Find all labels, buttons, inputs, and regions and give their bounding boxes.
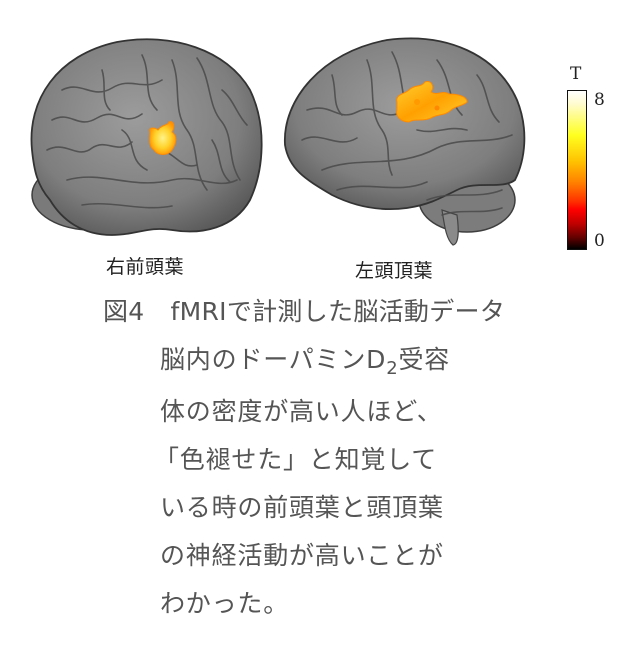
fmri-figure: 右前頭葉 (0, 0, 640, 290)
brain-right-frontal-image (22, 30, 272, 252)
subscript-2: 2 (386, 358, 399, 379)
colorbar-max-label: 8 (594, 90, 605, 110)
caption-line-2: 体の密度が高い人ほど、 (160, 397, 443, 426)
caption-title: 図4 fMRIで計測した脳活動データ (103, 292, 505, 328)
caption-line-1: 脳内のドーパミンD2受容 (160, 345, 451, 379)
caption-line-3: 「色褪せた」と知覚して (154, 445, 438, 474)
colorbar-title: T (570, 64, 582, 84)
figure-number: 図4 (103, 297, 145, 326)
caption-line-5: の神経活動が高いことが (160, 541, 444, 570)
caption-line-4: いる時の前頭葉と頭頂葉 (160, 493, 444, 522)
brain-label-right-frontal: 右前頭葉 (106, 256, 185, 278)
colorbar-t-scale (567, 90, 587, 250)
caption-line-6: わかった。 (160, 589, 290, 618)
colorbar-min-label: 0 (594, 231, 605, 251)
brain-left-parietal-image (277, 30, 537, 252)
brain-label-left-parietal: 左頭頂葉 (355, 260, 434, 282)
caption-title-text: fMRIで計測した脳活動データ (170, 297, 506, 326)
